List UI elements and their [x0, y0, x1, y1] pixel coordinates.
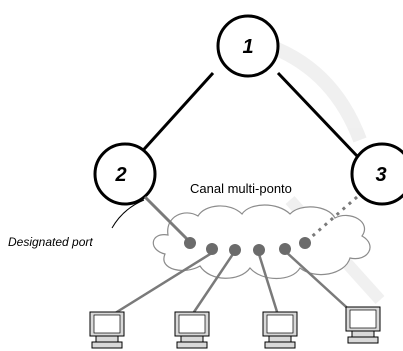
port-dot: [253, 244, 265, 256]
host-link-1: [111, 249, 216, 317]
designated-port-label: Designated port: [8, 235, 93, 249]
port-dot: [299, 237, 311, 249]
link-1-3: [276, 71, 360, 159]
host-link-4: [284, 250, 356, 316]
host-link-2: [190, 250, 237, 316]
node-3: 3: [350, 142, 403, 206]
host-link-3: [256, 250, 280, 316]
computer-icon: [174, 311, 210, 349]
link-2-to-segment: [143, 195, 190, 242]
computer-icon: [262, 311, 298, 349]
node-2-label: 2: [114, 164, 126, 186]
port-dot: [279, 243, 291, 255]
node-1-label: 1: [242, 36, 253, 58]
port-dot-designated: [184, 237, 196, 249]
segment-label: Canal multi-ponto: [190, 181, 292, 196]
segment-ports: [184, 237, 311, 256]
link-1-2: [135, 71, 215, 159]
link-3-to-segment: [307, 195, 358, 242]
port-dot: [206, 243, 218, 255]
node-1: 1: [216, 14, 280, 78]
computer-icon: [89, 311, 125, 349]
computer-icon: [345, 306, 381, 344]
node-3-label: 3: [375, 164, 386, 186]
node-2: 2: [93, 142, 157, 206]
port-dot: [229, 244, 241, 256]
lan-cloud: [152, 204, 371, 279]
designated-port-pointer: [111, 199, 145, 229]
